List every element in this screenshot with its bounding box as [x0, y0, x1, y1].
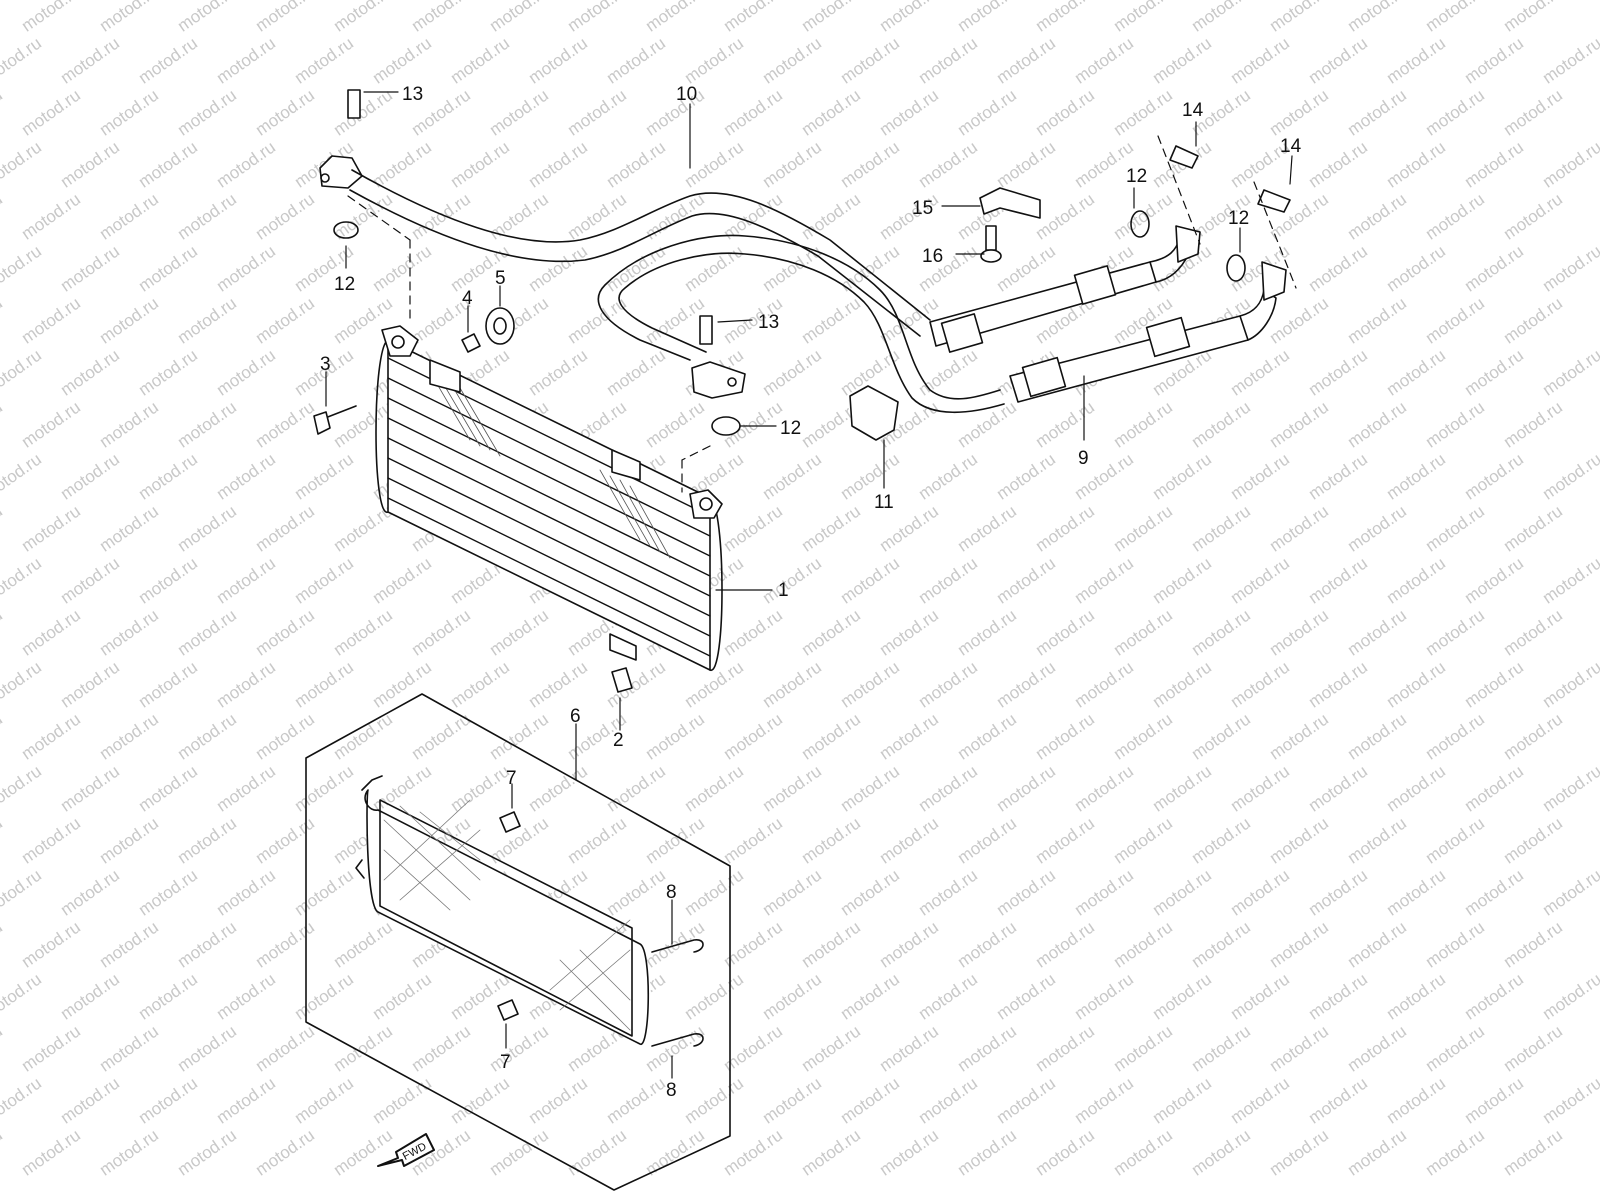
- net-guard: [355, 775, 650, 1045]
- callout-13-upper: 13: [402, 84, 423, 105]
- cushion-7-upper: [499, 811, 521, 833]
- callout-7-upper: 7: [506, 768, 517, 789]
- leader-lines: [325, 91, 1293, 1079]
- cushion-7-lower: [497, 999, 519, 1021]
- grommet-11: [849, 385, 899, 441]
- callout-8-lower: 8: [666, 1080, 677, 1101]
- callout-10: 10: [676, 84, 697, 105]
- o-rings-12: [333, 210, 1246, 436]
- callout-8-upper: 8: [666, 882, 677, 903]
- callout-5: 5: [495, 268, 506, 289]
- callout-12-middle: 12: [780, 418, 801, 439]
- bolt-16: [980, 225, 1002, 263]
- net-guard-group-outline: [305, 693, 731, 1191]
- callout-4: 4: [462, 288, 473, 309]
- callout-6: 6: [570, 706, 581, 727]
- callout-16: 16: [922, 246, 943, 267]
- callout-2: 2: [613, 730, 624, 751]
- callout-9: 9: [1078, 448, 1089, 469]
- bolt-14-left: [1169, 145, 1199, 169]
- bolt-14-right: [1257, 189, 1291, 213]
- clip-2: [611, 667, 633, 693]
- callout-14-right: 14: [1280, 136, 1302, 157]
- bolt-13-upper: [347, 89, 361, 119]
- callout-3: 3: [320, 354, 331, 375]
- collar-4: [461, 333, 481, 353]
- hose-upper: [929, 225, 1201, 353]
- callout-1: 1: [778, 580, 789, 601]
- callout-12-left: 12: [334, 274, 355, 295]
- fwd-arrow-icon: [377, 1133, 435, 1167]
- callout-12-right-lower: 12: [1228, 208, 1249, 229]
- dashed-alignment-lines: [347, 135, 1297, 493]
- callout-11: 11: [874, 492, 894, 513]
- callout-labels: 1 2 3 4 5 6 7 7 8 8 9 10 11 12 12 12 12 …: [320, 84, 1302, 1163]
- oil-pipe-lower: [597, 234, 1005, 414]
- fastener-8-lower: [651, 1033, 704, 1047]
- bolt-3: [313, 405, 357, 435]
- oil-pipe-upper: [319, 155, 931, 337]
- grommet-5: [485, 307, 515, 345]
- callout-14-left: 14: [1182, 100, 1204, 121]
- callout-12-right-upper: 12: [1126, 166, 1147, 187]
- callout-7-lower: 7: [500, 1052, 511, 1073]
- bolt-13-lower: [699, 315, 713, 345]
- oil-cooler: [375, 325, 723, 671]
- callout-15: 15: [912, 198, 933, 219]
- callout-13-lower: 13: [758, 312, 779, 333]
- hose-lower: [1009, 261, 1287, 403]
- bracket-15: [979, 187, 1041, 219]
- fastener-8-upper: [651, 939, 704, 953]
